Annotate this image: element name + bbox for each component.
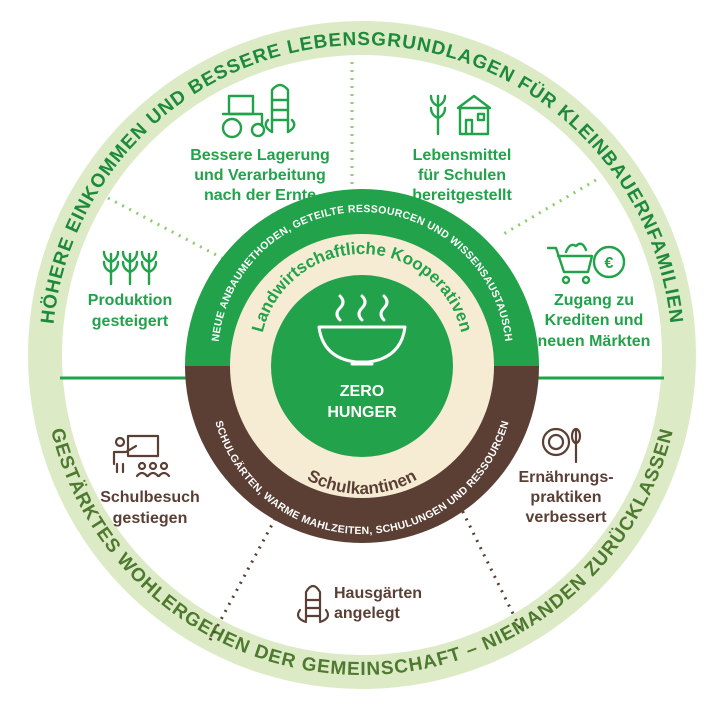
- svg-text:Hausgärten: Hausgärten: [334, 585, 422, 602]
- wheat-school-icon: [429, 94, 492, 136]
- wheat-icon: [102, 250, 158, 286]
- segment-production-label: Produktion gesteigert: [88, 292, 172, 330]
- center-title-line1: ZERO: [340, 383, 384, 400]
- center-title-line2: HUNGER: [327, 404, 397, 421]
- segment-gardens-label: Hausgärten angelegt: [334, 585, 422, 622]
- svg-text:gestiegen: gestiegen: [113, 510, 188, 527]
- bowl-steam-icon: [317, 294, 407, 366]
- separator-bottom-right: [458, 505, 522, 629]
- segment-attendance-label: Schulbesuch gestiegen: [100, 489, 200, 527]
- svg-text:Lebensmittel: Lebensmittel: [413, 147, 512, 164]
- svg-text:neuen Märkten: neuen Märkten: [538, 333, 651, 350]
- svg-text:Schulbesuch: Schulbesuch: [100, 489, 200, 506]
- svg-text:für Schulen: für Schulen: [418, 167, 506, 184]
- segment-credit-label: Zugang zu Krediten und neuen Märkten: [538, 292, 651, 350]
- segment-storage-label: Bessere Lagerung und Verarbeitung nach d…: [190, 147, 330, 204]
- plate-cutlery-icon: [541, 427, 582, 464]
- separator-top-left: [107, 196, 223, 260]
- svg-text:Produktion: Produktion: [88, 292, 172, 309]
- svg-text:Krediten und: Krediten und: [545, 312, 644, 329]
- svg-text:praktiken: praktiken: [530, 489, 601, 506]
- svg-text:€: €: [605, 255, 614, 272]
- svg-text:Bessere Lagerung: Bessere Lagerung: [190, 147, 330, 164]
- separator-bottom-left: [208, 505, 284, 641]
- svg-text:bereitgestellt: bereitgestellt: [412, 187, 512, 204]
- cart-euro-icon: €: [546, 242, 626, 285]
- teacher-class-icon: [112, 434, 171, 478]
- segment-nutrition-label: Ernährungs- praktiken verbessert: [518, 469, 613, 526]
- svg-text:angelegt: angelegt: [334, 605, 400, 622]
- svg-text:Zugang zu: Zugang zu: [554, 292, 634, 309]
- svg-text:nach der Ernte: nach der Ernte: [204, 187, 316, 204]
- svg-text:Ernährungs-: Ernährungs-: [518, 469, 613, 486]
- center-disc: [271, 275, 453, 457]
- svg-text:verbessert: verbessert: [526, 509, 608, 526]
- corn-icon: [296, 584, 330, 624]
- tractor-corn-icon: [221, 83, 296, 139]
- svg-text:und Verarbeitung: und Verarbeitung: [194, 167, 326, 184]
- segment-school-food-label: Lebensmittel für Schulen bereitgestellt: [412, 147, 512, 204]
- svg-text:gesteigert: gesteigert: [92, 313, 169, 330]
